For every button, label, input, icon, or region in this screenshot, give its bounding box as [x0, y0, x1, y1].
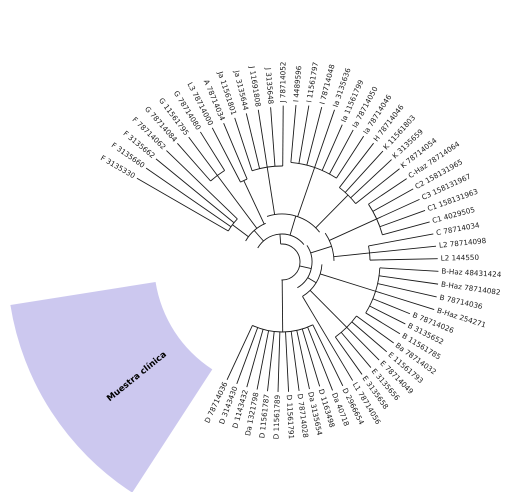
internal-branch	[307, 277, 317, 284]
leaf-label: J 11691808	[247, 65, 262, 108]
internal-branch	[253, 230, 264, 242]
internal-branch	[329, 218, 377, 241]
internal-arc	[227, 218, 238, 232]
leaf-branch	[155, 158, 235, 224]
leaf-branch	[136, 177, 229, 232]
leaf-branch	[339, 142, 374, 188]
clinical-sample-highlight	[10, 282, 213, 492]
leaf-branch	[246, 329, 264, 388]
leaf-label: D 11561789	[272, 394, 282, 439]
leaf-branch	[369, 245, 437, 254]
leaf-branch	[351, 321, 388, 353]
leaf-label: L2 144550	[441, 253, 480, 263]
internal-branch	[297, 167, 316, 217]
leaf-branch	[372, 298, 411, 315]
leaf-branch	[296, 330, 310, 390]
internal-branch	[243, 180, 265, 225]
leaf-branch	[336, 135, 365, 179]
leaf-branch	[369, 305, 406, 325]
leaf-branch	[314, 109, 335, 168]
leaf-branch	[306, 107, 323, 166]
internal-arc	[339, 187, 356, 204]
tree-branches	[136, 105, 439, 392]
leaf-branch	[379, 267, 439, 272]
internal-branch	[279, 234, 282, 245]
internal-branch	[266, 167, 276, 215]
leaf-branch	[368, 178, 407, 205]
leaf-label: C 78714034	[435, 220, 480, 237]
leaf-branch	[350, 159, 392, 199]
leaf-branch	[226, 325, 253, 381]
leaf-label: D 11561791	[285, 395, 296, 440]
leaf-branch	[285, 331, 290, 392]
leaf-label: D 11561787	[257, 394, 271, 439]
leaf-branch	[245, 113, 261, 169]
leaf-branch	[312, 324, 344, 387]
internal-branch	[299, 265, 312, 270]
leaf-branch	[375, 290, 435, 311]
leaf-label: B-Haz 48431424	[441, 267, 502, 280]
leaf-branch	[267, 331, 275, 392]
leaf-branch	[376, 198, 420, 220]
leaf-branch	[223, 123, 248, 180]
leaf-branch	[346, 327, 380, 361]
internal-branch	[302, 296, 314, 314]
internal-branch	[310, 245, 332, 254]
leaf-branch	[344, 150, 384, 193]
leaf-branch	[145, 167, 232, 228]
leaf-label: I 4489596	[291, 65, 303, 102]
leaf-label: I 11561797	[304, 61, 320, 103]
internal-arc	[210, 170, 225, 182]
leaf-branch	[329, 129, 354, 175]
leaf-label: L2 78714098	[438, 236, 487, 250]
leaf-branch	[312, 313, 354, 381]
leaf-branch	[379, 210, 426, 228]
leaf-branch	[369, 258, 438, 261]
internal-branch	[217, 175, 258, 229]
leaf-branch	[256, 330, 270, 390]
leaf-branch	[356, 315, 394, 344]
internal-arc	[335, 315, 357, 338]
leaf-branch	[236, 327, 259, 385]
leaf-branch	[355, 168, 400, 204]
leaf-branch	[378, 275, 439, 285]
root-arc	[280, 243, 301, 281]
leaf-branch	[321, 124, 343, 171]
internal-branch	[289, 215, 297, 236]
leaf-branch	[200, 131, 225, 171]
leaf-branch	[340, 332, 372, 368]
internal-branch	[320, 273, 376, 292]
leaf-branch	[188, 136, 218, 176]
leaf-branch	[270, 107, 276, 167]
leaf-branch	[372, 188, 414, 212]
leaf-branch	[177, 143, 211, 182]
leaf-branch	[234, 117, 253, 171]
leaf-branch	[365, 312, 401, 335]
leaf-branch	[211, 127, 241, 183]
internal-branch	[315, 194, 349, 229]
leaf-branch	[277, 331, 281, 392]
leaf-branch	[301, 328, 321, 387]
internal-branch	[281, 279, 284, 333]
internal-branch	[309, 290, 348, 328]
leaf-branch	[166, 150, 238, 220]
internal-branch	[333, 252, 370, 258]
leaf-branch	[382, 221, 430, 236]
leaf-label: J 3135648	[264, 67, 276, 105]
leaf-branch	[334, 336, 363, 375]
internal-arc	[368, 245, 371, 261]
leaf-branch	[290, 105, 297, 163]
leaf-branch	[290, 331, 300, 391]
internal-branch	[232, 224, 249, 238]
leaf-branch	[377, 283, 437, 298]
leaf-branch	[368, 233, 434, 247]
leaf-branch	[307, 326, 333, 391]
leaf-branch	[298, 105, 310, 164]
leaf-branch	[257, 109, 268, 168]
leaf-label: J 78714052	[278, 62, 287, 104]
internal-arc	[290, 161, 337, 179]
